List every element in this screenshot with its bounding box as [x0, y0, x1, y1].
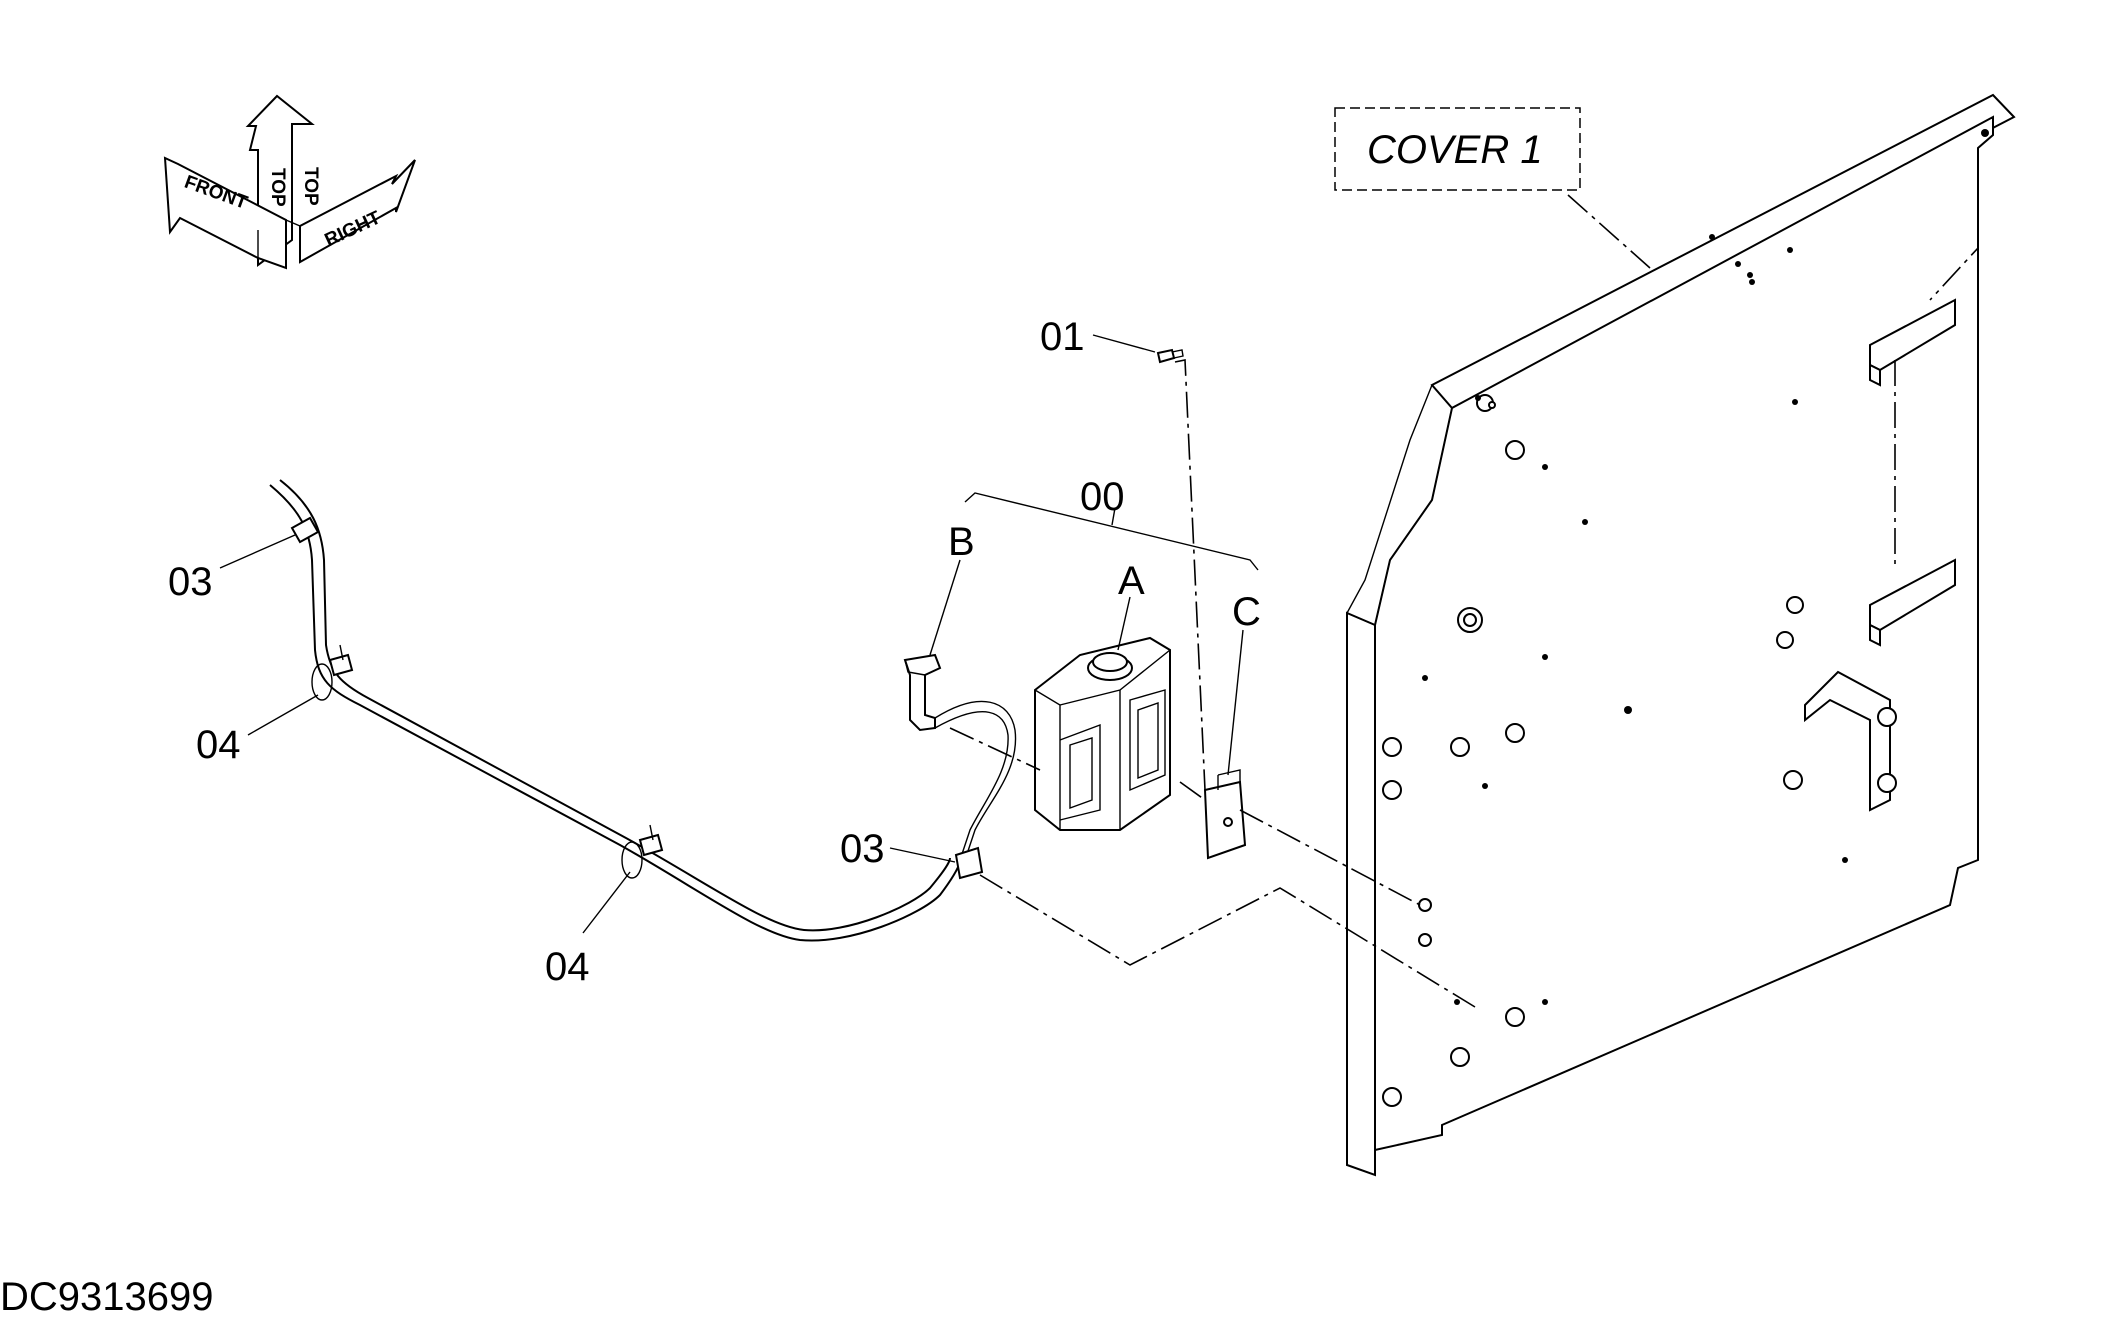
callout-04-upper: 04 — [196, 723, 241, 767]
hose-clamp-upper — [290, 516, 320, 544]
screw — [1156, 348, 1184, 364]
group-bracket-00 — [964, 492, 1259, 571]
panel-bracket-middle — [1869, 558, 1956, 647]
callout-c: C — [1232, 590, 1261, 634]
hose-clamp-lower — [954, 846, 984, 880]
orientation-arrow-icon: FRONT TOP TOP RIGHT — [163, 94, 416, 270]
washer-hose — [269, 479, 961, 942]
callout-03-lower: 03 — [840, 827, 885, 871]
reservoir-bracket — [1203, 769, 1247, 860]
top-label-left: TOP — [267, 168, 288, 207]
cable-tie-upper — [311, 644, 354, 701]
installation-lines — [949, 148, 1979, 1008]
callout-03-upper: 03 — [168, 560, 213, 604]
cover-label: COVER 1 — [1367, 128, 1543, 172]
callout-04-lower: 04 — [545, 945, 590, 989]
panel-bracket-lower — [1783, 670, 1897, 812]
washer-reservoir — [1034, 636, 1171, 831]
panel-bracket-upper — [1869, 298, 1956, 387]
callout-a: A — [1118, 559, 1145, 603]
panel-fasteners — [1382, 129, 1989, 1107]
cover-callout: COVER 1 — [1334, 107, 1581, 191]
cable-tie-lower — [621, 824, 664, 879]
top-label-right: TOP — [300, 167, 321, 206]
drawing-id: DC9313699 — [0, 1275, 214, 1319]
callout-01: 01 — [1040, 315, 1085, 359]
leader-lines — [219, 334, 1244, 934]
cover-panel — [1346, 93, 2016, 1177]
callout-00: 00 — [1080, 475, 1125, 519]
callout-b: B — [948, 520, 975, 564]
washer-pump — [903, 653, 1017, 861]
